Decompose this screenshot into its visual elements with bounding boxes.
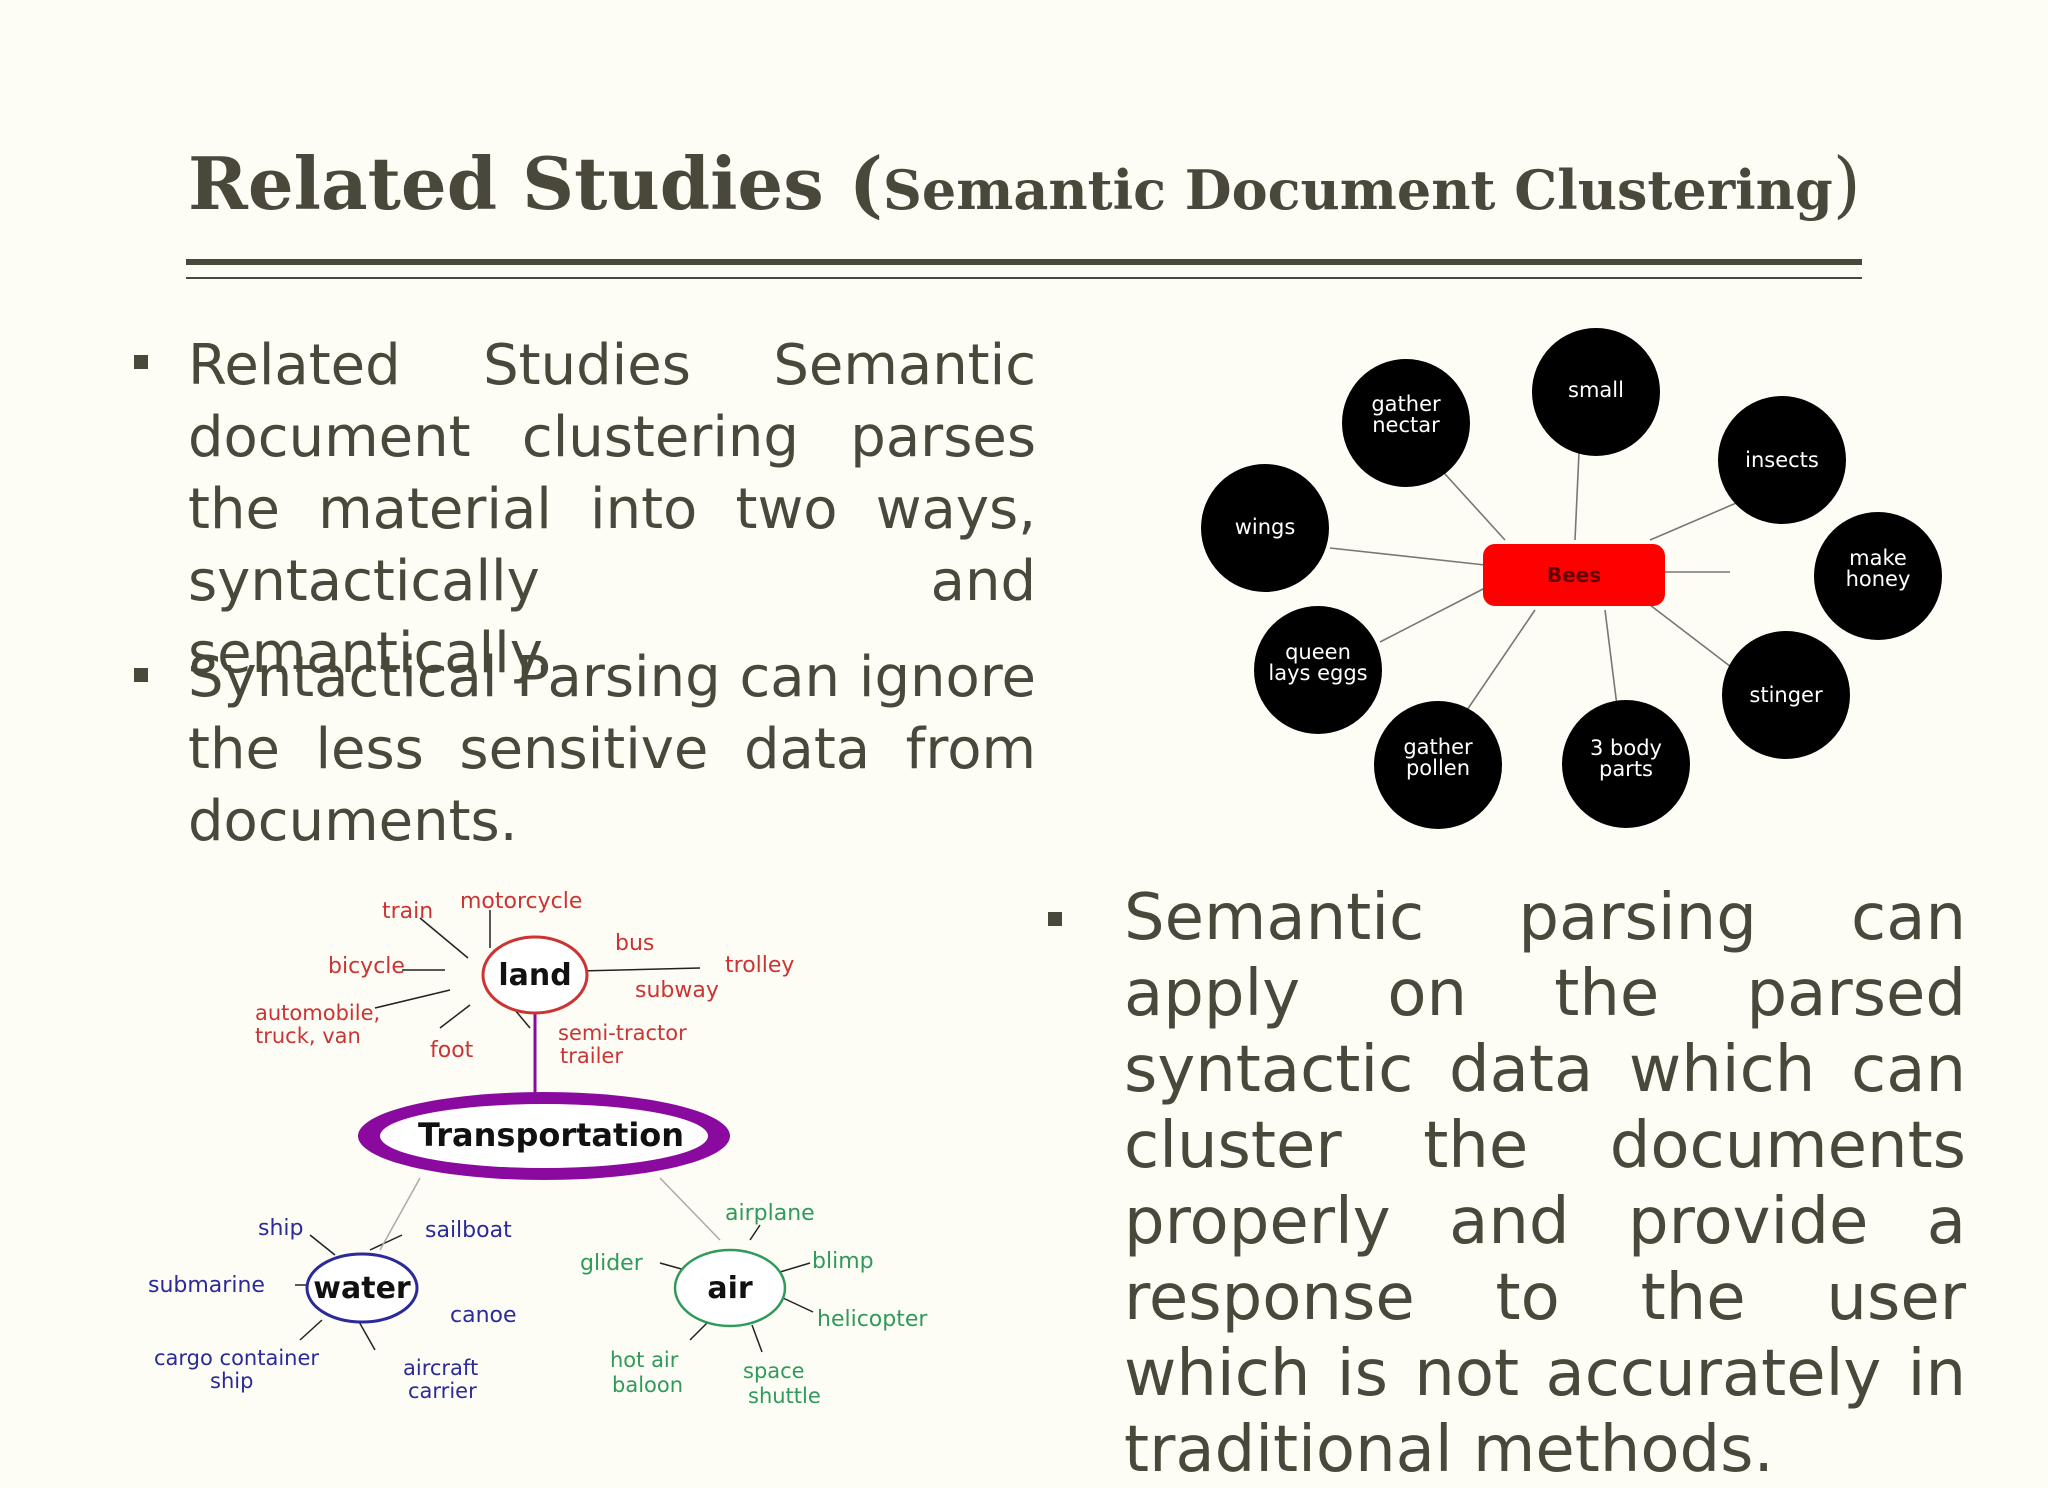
air-item: glider xyxy=(580,1251,644,1276)
svg-text:parts: parts xyxy=(1599,757,1653,781)
svg-text:make: make xyxy=(1849,546,1907,570)
bees-node: small xyxy=(1532,328,1660,456)
air-item: helicopter xyxy=(817,1307,928,1332)
svg-text:aircraft: aircraft xyxy=(403,1356,478,1380)
svg-text:baloon: baloon xyxy=(612,1373,683,1397)
bees-connectors xyxy=(1329,429,1756,736)
svg-text:carrier: carrier xyxy=(408,1379,477,1403)
svg-text:hot air: hot air xyxy=(610,1348,679,1372)
svg-text:insects: insects xyxy=(1745,448,1819,472)
svg-text:small: small xyxy=(1568,378,1624,402)
land-item: trolley xyxy=(725,953,794,978)
svg-text:gather: gather xyxy=(1403,735,1473,759)
bees-node: queen lays eggs xyxy=(1254,606,1382,734)
transportation-concept-map: land train motorcycle bus trolley bicycl… xyxy=(140,880,970,1420)
svg-text:lays eggs: lays eggs xyxy=(1268,661,1367,685)
water-label: water xyxy=(313,1271,411,1306)
bees-concept-map: Bees gather nectar small insects wings m… xyxy=(1180,320,1980,840)
bullet-marker xyxy=(134,355,148,369)
water-item: canoe xyxy=(450,1303,517,1328)
svg-text:3 body: 3 body xyxy=(1590,736,1662,760)
bees-node: gather nectar xyxy=(1342,359,1470,487)
bees-node: wings xyxy=(1201,464,1329,592)
water-item: ship xyxy=(258,1216,303,1241)
svg-text:semi-tractor: semi-tractor xyxy=(558,1021,687,1045)
title-rule-thin xyxy=(186,277,1862,279)
land-item: train xyxy=(382,899,433,924)
title-main: Related Studies ( xyxy=(188,141,883,226)
bullet-text-2: Syntactical Parsing can ignore the less … xyxy=(188,645,1036,854)
bees-node: 3 body parts xyxy=(1562,700,1690,828)
land-item: bicycle xyxy=(328,954,405,979)
air-item: blimp xyxy=(812,1249,874,1274)
bees-node: insects xyxy=(1718,396,1846,524)
svg-text:trailer: trailer xyxy=(560,1044,623,1068)
air-item: airplane xyxy=(725,1201,815,1226)
svg-text:space: space xyxy=(743,1359,805,1383)
bullet-text-1: Related Studies Semantic document cluste… xyxy=(188,333,1036,686)
land-item: bus xyxy=(615,931,654,956)
land-item: foot xyxy=(430,1038,474,1063)
bullet-text-3: Semantic parsing can apply on the parsed… xyxy=(1124,881,1966,1487)
slide-title: Related Studies (Semantic Document Clust… xyxy=(188,148,1861,222)
svg-text:shuttle: shuttle xyxy=(748,1384,821,1408)
svg-text:truck, van: truck, van xyxy=(255,1024,361,1048)
bees-node: stinger xyxy=(1722,631,1850,759)
svg-text:stinger: stinger xyxy=(1749,683,1823,707)
land-item: motorcycle xyxy=(460,889,582,914)
land-item: subway xyxy=(635,978,719,1003)
transportation-label: Transportation xyxy=(418,1116,684,1154)
water-item: submarine xyxy=(148,1273,265,1298)
land-label: land xyxy=(498,958,571,993)
bees-node: gather pollen xyxy=(1374,701,1502,829)
svg-text:automobile,: automobile, xyxy=(255,1001,380,1025)
water-node xyxy=(305,1252,419,1324)
title-close: ) xyxy=(1832,142,1861,226)
air-label: air xyxy=(707,1271,753,1306)
title-rule-thick xyxy=(186,259,1862,265)
svg-text:cargo container: cargo container xyxy=(154,1346,319,1370)
svg-text:gather: gather xyxy=(1371,392,1441,416)
bullet-marker xyxy=(1048,912,1062,926)
bees-node: make honey xyxy=(1814,512,1942,640)
air-node xyxy=(673,1248,787,1328)
svg-text:pollen: pollen xyxy=(1406,756,1470,780)
title-sub: Semantic Document Clustering xyxy=(882,158,1833,222)
svg-text:wings: wings xyxy=(1235,515,1296,539)
svg-text:nectar: nectar xyxy=(1372,413,1440,437)
bees-center-label: Bees xyxy=(1547,563,1601,587)
bullet-marker xyxy=(134,668,148,682)
land-node xyxy=(481,935,589,1015)
bees-center-node xyxy=(1483,544,1665,606)
water-item: sailboat xyxy=(425,1218,512,1243)
svg-text:queen: queen xyxy=(1285,640,1351,664)
svg-text:honey: honey xyxy=(1846,567,1911,591)
svg-text:ship: ship xyxy=(210,1369,253,1393)
